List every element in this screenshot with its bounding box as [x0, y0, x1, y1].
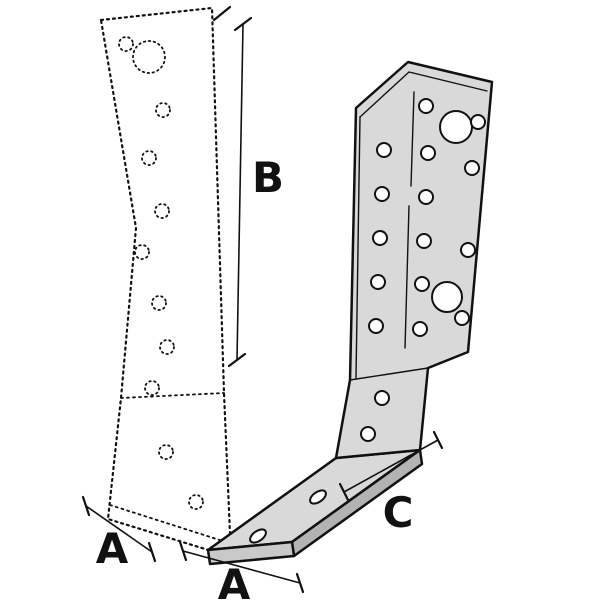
- nail-hole: [374, 390, 390, 406]
- hidden-fold-line: [120, 392, 225, 399]
- nail-hole: [454, 310, 470, 326]
- nail-hole: [470, 114, 486, 130]
- plate-top-thickness-line: [359, 71, 488, 118]
- hidden-hole: [151, 295, 167, 311]
- hidden-hole: [154, 203, 170, 219]
- hidden-hole: [158, 444, 174, 460]
- hidden-hole: [118, 36, 134, 52]
- dimension-a-side-line: [85, 505, 153, 553]
- dimension-b-line: [236, 23, 244, 361]
- plate-rib-line-lower: [404, 205, 410, 349]
- dimension-a-side-tick-1: [81, 495, 91, 517]
- corner-tick: [212, 5, 232, 22]
- hidden-flange-edge: [109, 504, 230, 544]
- dimension-c: C: [338, 430, 444, 537]
- nail-hole: [464, 160, 480, 176]
- nail-hole: [420, 145, 436, 161]
- hidden-bolt-hole: [132, 40, 166, 74]
- hidden-hole: [141, 150, 157, 166]
- dimension-a-side-tick-2: [147, 541, 157, 563]
- dimension-a-base-tick-2: [295, 572, 305, 594]
- flange-hole: [249, 528, 267, 544]
- nail-hole: [418, 98, 434, 114]
- flange-fold-line: [335, 449, 421, 459]
- dimension-a-side: A: [81, 495, 157, 573]
- nail-hole: [374, 186, 390, 202]
- nail-hole: [416, 233, 432, 249]
- dimension-a-base: A: [178, 540, 305, 600]
- nail-hole: [368, 318, 384, 334]
- nail-hole: [460, 242, 476, 258]
- hidden-hole: [155, 102, 171, 118]
- dimension-b: B: [212, 5, 284, 368]
- dimension-b-tick-bottom: [227, 352, 247, 368]
- dimension-b-tick-top: [233, 16, 253, 32]
- nail-hole: [370, 274, 386, 290]
- nail-hole: [412, 321, 428, 337]
- nail-hole: [360, 426, 376, 442]
- dimension-b-label: B: [252, 153, 284, 202]
- dimension-a-base-label: A: [218, 560, 251, 600]
- hidden-hole: [134, 244, 150, 260]
- solid-bracket: [206, 60, 494, 566]
- flange-hole: [309, 489, 327, 505]
- plate-neck-bend-line: [349, 367, 429, 381]
- nail-hole: [372, 230, 388, 246]
- dimension-a-side-label: A: [96, 524, 129, 573]
- bolt-hole: [439, 110, 473, 144]
- flange-end-edge: [206, 540, 296, 566]
- plate-left-thickness-line: [355, 116, 361, 379]
- plate-rib-line-upper: [410, 91, 415, 187]
- hidden-hole: [159, 339, 175, 355]
- dimension-a-base-tick-1: [178, 540, 188, 562]
- dimension-c-label: C: [383, 488, 414, 537]
- nail-hole: [376, 142, 392, 158]
- nail-hole: [414, 276, 430, 292]
- hidden-bracket-body: [99, 6, 233, 559]
- hidden-hole: [188, 494, 204, 510]
- dimension-c-tick-2: [432, 430, 444, 450]
- dimension-c-line: [343, 439, 439, 493]
- hidden-hole: [144, 380, 160, 396]
- dimension-a-base-line: [182, 550, 301, 584]
- bolt-hole: [431, 281, 463, 313]
- hidden-bracket-outline: [99, 6, 233, 559]
- dimension-c-tick-1: [338, 482, 350, 502]
- nail-hole: [418, 189, 434, 205]
